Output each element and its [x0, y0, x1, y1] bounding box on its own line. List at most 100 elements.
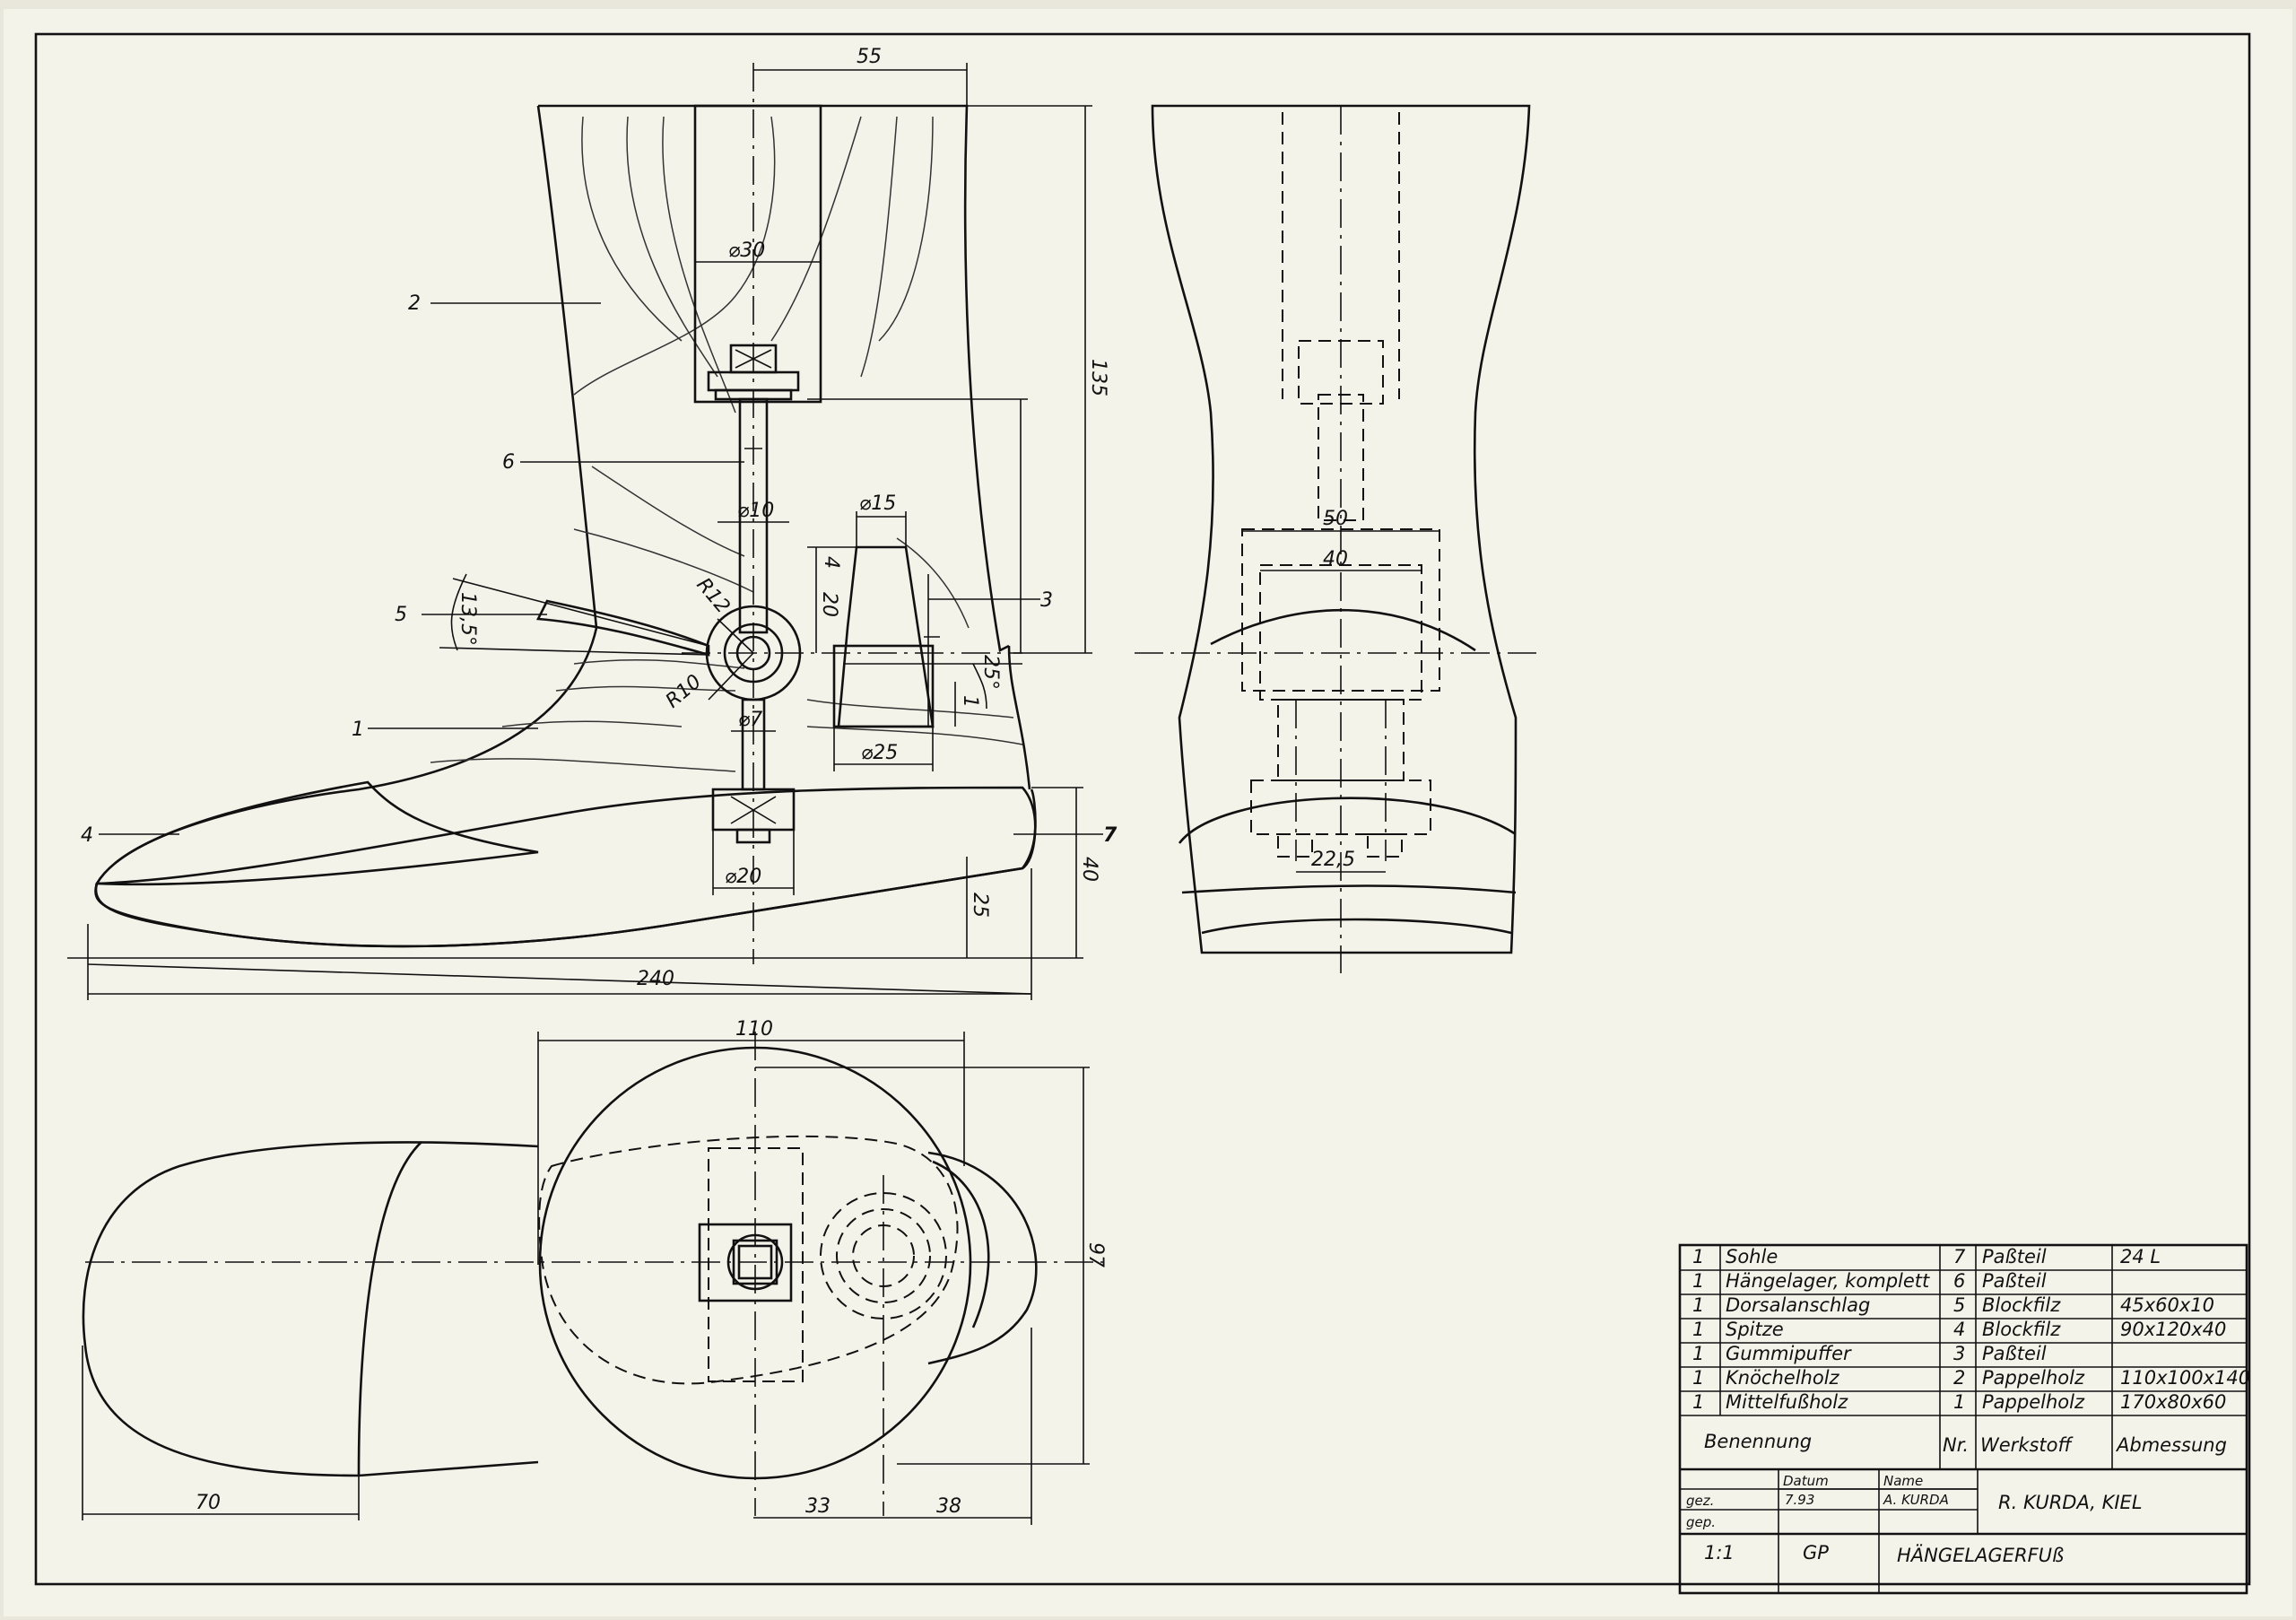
drawing-code: GP [1803, 1542, 1829, 1563]
dim-bolt-diameter: ⌀10 [737, 500, 774, 522]
dim-bumper-base-diameter: ⌀25 [861, 742, 898, 764]
drawn-name: A. KURDA [1883, 1492, 1949, 1508]
row-5-qty: 1 [1692, 1343, 1704, 1364]
front-sole-curve [1178, 797, 1517, 844]
row-4-name: Spitze [1726, 1319, 1784, 1340]
dim-length: 240 [637, 968, 674, 990]
side-view: 55 ⌀30 135 ⌀10 ⌀15 4 20 [67, 46, 1118, 1000]
checked-label: gep. [1686, 1514, 1716, 1530]
header-name: Benennung [1704, 1431, 1812, 1452]
dim-top-foot-width: 97 [1084, 1242, 1107, 1267]
scale: 1:1 [1704, 1542, 1735, 1563]
row-3-material: Blockfilz [1982, 1294, 2061, 1316]
row-6-nr: 2 [1953, 1367, 1965, 1389]
name-label: Name [1883, 1473, 1923, 1489]
front-outline [1151, 104, 1531, 954]
row-6-size: 110x100x140 [2120, 1367, 2250, 1389]
row-3-nr: 5 [1953, 1294, 1965, 1316]
sole-section [94, 786, 1037, 948]
row-3-qty: 1 [1692, 1294, 1704, 1316]
title-block: 1 Sohle 7 Paßteil 24 L 1 Hängelager, kom… [1678, 1243, 2250, 1595]
row-5-nr: 3 [1953, 1343, 1965, 1364]
paper [4, 9, 2292, 1616]
row-7-material: Pappelholz [1982, 1391, 2085, 1413]
dim-top-width: 55 [857, 46, 882, 68]
dim-bumper-height: 20 [818, 592, 840, 617]
dim-bore-diameter: ⌀30 [728, 240, 765, 262]
row-2-material: Paßteil [1982, 1270, 2047, 1292]
header-material: Werkstoff [1980, 1434, 2074, 1456]
label-part-7: 7 [1103, 824, 1118, 847]
dim-top-heel-width: 110 [735, 1018, 773, 1041]
row-1-nr: 7 [1953, 1246, 1966, 1267]
drawing-title: HÄNGELAGERFUß [1897, 1544, 2064, 1566]
front-view: 50 40 22,5 [1135, 104, 1538, 973]
drawing-frame [34, 32, 2251, 1586]
row-1-size: 24 L [2120, 1246, 2161, 1267]
dim-bumper-diameter: ⌀15 [859, 492, 896, 515]
part-leaders [99, 302, 1103, 835]
dim-angle-dorsal: 13,5° [457, 592, 479, 646]
row-4-qty: 1 [1692, 1319, 1704, 1340]
dim-front-outer-width: 50 [1323, 508, 1348, 530]
row-4-material: Blockfilz [1982, 1319, 2061, 1340]
dim-bumper-gap: 1 [959, 695, 981, 708]
label-part-5: 5 [395, 604, 407, 626]
dim-front-bolt-spacing: 22,5 [1311, 849, 1355, 871]
heel-profile [1007, 645, 1031, 790]
top-view: 110 97 70 33 38 [82, 1018, 1107, 1525]
row-6-qty: 1 [1692, 1367, 1704, 1389]
top-toe-line [357, 1141, 422, 1476]
label-part-4: 4 [81, 824, 93, 847]
dim-front-inner-width: 40 [1323, 548, 1348, 570]
row-5-name: Gummipuffer [1726, 1343, 1852, 1364]
top-heel-bumper [927, 1151, 1038, 1365]
row-6-name: Knöchelholz [1726, 1367, 1840, 1389]
dim-bolt-lower-diameter: ⌀7 [738, 709, 762, 731]
dim-angle-heel: 25° [979, 655, 1002, 690]
row-4-nr: 4 [1953, 1319, 1965, 1340]
date-label: Datum [1783, 1473, 1829, 1489]
header-nr: Nr. [1943, 1434, 1969, 1456]
label-part-3: 3 [1040, 589, 1053, 612]
dim-top-toe-length: 70 [196, 1492, 221, 1514]
row-2-name: Hängelager, komplett [1726, 1270, 1930, 1292]
drawn-label: gez. [1686, 1493, 1714, 1509]
dim-top-offset-b: 38 [936, 1495, 961, 1518]
bumper-base [832, 644, 935, 728]
row-1-qty: 1 [1692, 1246, 1704, 1267]
row-1-material: Paßteil [1982, 1246, 2047, 1267]
row-7-name: Mittelfußholz [1726, 1391, 1848, 1413]
row-6-material: Pappelholz [1982, 1367, 2085, 1389]
top-hidden-sole [538, 1135, 959, 1385]
row-7-qty: 1 [1692, 1391, 1704, 1413]
row-7-nr: 1 [1953, 1391, 1965, 1413]
dim-height: 135 [1087, 359, 1109, 396]
label-part-1: 1 [352, 719, 364, 741]
header-size: Abmessung [2115, 1434, 2227, 1456]
ankle-block-outline [536, 104, 1010, 652]
row-2-qty: 1 [1692, 1270, 1704, 1292]
toe-cap-section [94, 780, 539, 886]
company: R. KURDA, KIEL [1998, 1492, 2143, 1513]
label-part-2: 2 [408, 292, 421, 315]
row-3-name: Dorsalanschlag [1726, 1294, 1870, 1316]
row-1-name: Sohle [1726, 1246, 1778, 1267]
dim-nut-diameter: ⌀20 [725, 866, 761, 888]
dim-bumper-offset: 4 [820, 556, 842, 569]
drawn-date: 7.93 [1785, 1492, 1814, 1508]
front-toe-curve [1201, 918, 1512, 935]
top-foot-outline [82, 1141, 539, 1477]
front-sole-line [1181, 884, 1517, 894]
dim-heel-height: 25 [969, 893, 991, 918]
label-part-6: 6 [502, 451, 515, 474]
dim-sole-height: 40 [1078, 857, 1100, 882]
row-2-nr: 6 [1953, 1270, 1965, 1292]
row-3-size: 45x60x10 [2120, 1294, 2214, 1316]
front-ankle-curve [1210, 608, 1476, 652]
dim-top-offset-a: 33 [805, 1495, 831, 1518]
row-5-material: Paßteil [1982, 1343, 2047, 1364]
bore [693, 104, 822, 404]
row-7-size: 170x80x60 [2120, 1391, 2226, 1413]
